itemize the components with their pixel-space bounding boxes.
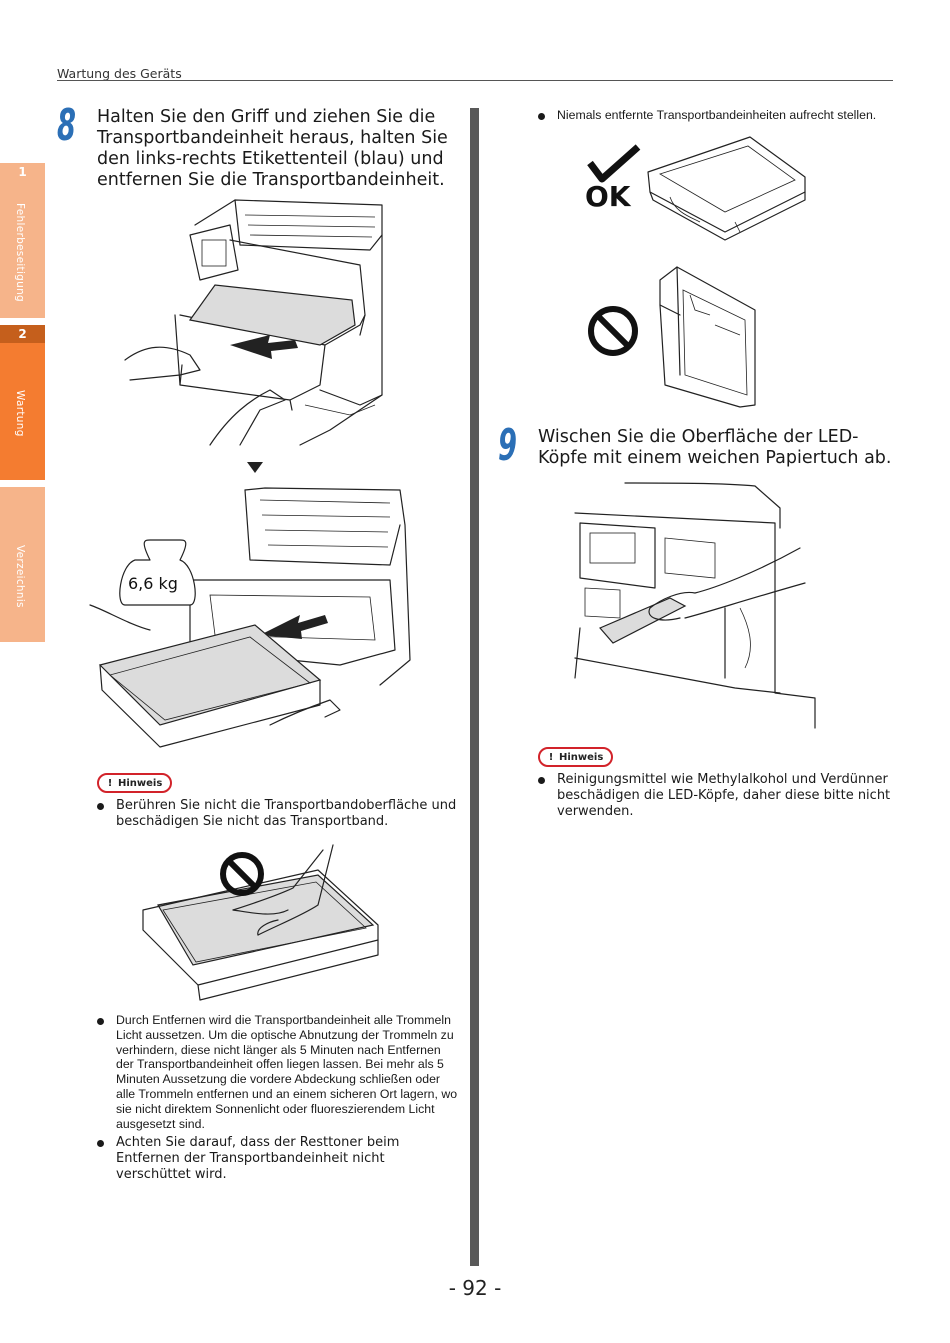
ok-label: OK [585, 180, 631, 213]
bullet-text: Achten Sie darauf, dass der Resttoner be… [116, 1135, 400, 1182]
side-tab-3[interactable]: Verzeichnis [0, 487, 45, 642]
prohibited-icon [588, 306, 638, 356]
list-item: Niemals entfernte Transportbandeinheiten… [538, 108, 898, 123]
column-divider [470, 108, 479, 1266]
step-9-instruction: Wischen Sie die Oberfläche der LED-Köpfe… [538, 427, 892, 468]
note-text: Berühren Sie nicht die Transportbandober… [116, 798, 457, 829]
exclamation-icon: ! [548, 751, 554, 763]
side-tab-label: Verzeichnis [14, 545, 26, 608]
side-tab-number [0, 487, 45, 505]
list-item: Achten Sie darauf, dass der Resttoner be… [97, 1135, 459, 1183]
do-not-touch-belt-illustration [142, 844, 379, 1001]
step-8-instruction: Halten Sie den Griff und ziehen Sie die … [97, 107, 448, 190]
step-9-number: 9 [498, 420, 517, 471]
note-text: Reinigungsmittel wie Methylalkohol und V… [557, 772, 891, 819]
side-tab-2[interactable]: 2 Wartung [0, 325, 45, 480]
step-8-number: 8 [57, 100, 76, 151]
bullet-icon [97, 803, 104, 810]
belt-unit-flat-illustration [647, 136, 806, 241]
note-badge-label: Hinweis [559, 751, 604, 763]
next-step-arrow-icon [247, 462, 263, 473]
header-rule [57, 80, 893, 81]
side-tab-number: 1 [0, 163, 45, 181]
note-badge-label: Hinweis [118, 777, 163, 789]
note-badge: ! Hinweis [97, 773, 173, 793]
belt-unit-upright-illustration [659, 266, 756, 408]
wipe-led-head-illustration [574, 482, 816, 729]
bullet-text: Durch Entfernen wird die Transportbandei… [116, 1013, 458, 1131]
note-badge: ! Hinweis [538, 747, 614, 767]
bullet-icon [97, 1140, 104, 1147]
bullet-text: Niemals entfernte Transportbandeinheiten… [557, 108, 877, 122]
side-tab-label: Fehlerbeseitigung [14, 203, 26, 303]
page-number: - 92 - [448, 1276, 502, 1300]
section-title: Wartung des Geräts [57, 66, 182, 81]
belt-removed-weight-illustration: 6,6 kg [89, 487, 411, 748]
bullet-icon [538, 777, 545, 784]
exclamation-icon: ! [107, 777, 113, 789]
printer-pull-belt-illustration [124, 199, 383, 446]
list-item: Durch Entfernen wird die Transportbandei… [97, 1013, 459, 1131]
weight-label: 6,6 kg [128, 574, 178, 593]
list-item: Reinigungsmittel wie Methylalkohol und V… [538, 772, 898, 820]
checkmark-icon [587, 144, 641, 183]
list-item: Berühren Sie nicht die Transportbandober… [97, 798, 459, 830]
bullet-icon [97, 1018, 104, 1025]
side-tab-1[interactable]: 1 Fehlerbeseitigung [0, 163, 45, 318]
side-tab-label: Wartung [14, 390, 26, 437]
bullet-icon [538, 113, 545, 120]
side-tab-number: 2 [0, 325, 45, 343]
